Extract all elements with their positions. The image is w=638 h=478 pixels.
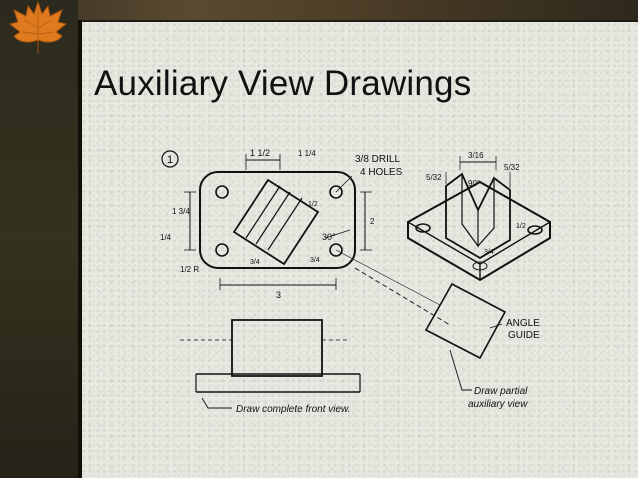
dim-left-height: 1 3/4 [172, 207, 190, 216]
frame-divider [78, 20, 82, 478]
drill-note-line2: 4 HOLES [360, 167, 403, 178]
maple-leaf-icon [8, 0, 68, 54]
aux-view-note-line1: Draw partial [474, 386, 528, 397]
angle-guide-line2: GUIDE [508, 330, 540, 341]
slide-title: Auxiliary View Drawings [94, 64, 472, 103]
iso-dim-top: 3/16 [468, 151, 484, 160]
dim-right-height: 2 [370, 217, 375, 226]
iso-dim-right: 5/32 [504, 163, 520, 172]
dim-angle: 30° [322, 232, 336, 242]
dim-inner-width: 1/2 [308, 201, 318, 208]
problem-number: 1 [167, 154, 173, 166]
dim-top-right: 1 1/4 [298, 149, 316, 158]
iso-dim-left: 5/32 [426, 173, 442, 182]
front-view-note: Draw complete front view. [236, 404, 351, 415]
iso-dim-angle: 90° [468, 179, 480, 188]
dim-top-width: 1 1/2 [250, 148, 270, 158]
iso-dim-side: 1/2 [516, 223, 526, 230]
frame-left [0, 0, 78, 478]
dim-left-small: 1/4 [160, 233, 172, 242]
auxiliary-view-drawing: 1 1 1/2 1 1/4 1 3/4 1/4 1/2 R 3 2 30° 1/… [160, 148, 551, 415]
drill-note-line1: 3/8 DRILL [355, 154, 400, 165]
iso-dim-bottom: 3/4 [484, 249, 494, 256]
dim-bottom-width: 3 [276, 290, 281, 300]
dim-radius: 1/2 R [180, 265, 199, 274]
slide-canvas [82, 22, 638, 478]
dim-side-small: 3/4 [310, 257, 320, 264]
aux-view-note-line2: auxiliary view [468, 399, 528, 410]
dim-inner-small: 3/4 [250, 259, 260, 266]
angle-guide-line1: ANGLE [506, 318, 540, 329]
frame-top [0, 0, 638, 20]
